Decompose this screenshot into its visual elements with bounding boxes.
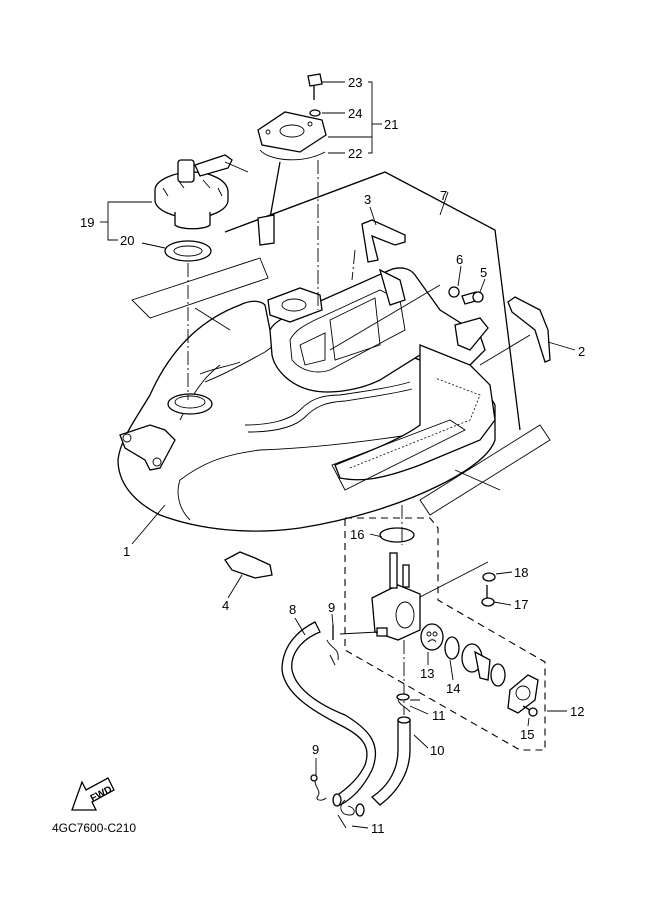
hose-clip-upper[interactable] <box>326 625 339 666</box>
callout-7: 7 <box>440 188 447 203</box>
hose-clip-mid[interactable] <box>396 693 420 713</box>
filler-gasket[interactable] <box>164 240 212 262</box>
tank-mount-damper[interactable] <box>224 551 273 579</box>
cock-alignment-line <box>419 561 489 598</box>
cock-lever[interactable] <box>461 643 491 681</box>
callout-3: 3 <box>364 192 371 207</box>
callout-8: 8 <box>289 602 296 617</box>
fuel-hose[interactable] <box>281 621 377 806</box>
strainer-gasket[interactable] <box>379 527 415 543</box>
fuel-cock[interactable] <box>371 552 421 641</box>
callout-19: 19 <box>80 215 94 230</box>
cock-screw[interactable] <box>481 585 495 607</box>
clip-alignment-line <box>339 631 379 635</box>
callout-1: 1 <box>123 544 130 559</box>
callout-6: 6 <box>456 252 463 267</box>
lever-cover-plate[interactable] <box>507 674 539 714</box>
callout-4: 4 <box>222 598 229 613</box>
callout-5: 5 <box>480 265 487 280</box>
callout-9-lower: 9 <box>312 742 319 757</box>
callout-18: 18 <box>514 565 528 580</box>
fuel-hose-lower[interactable] <box>370 719 411 806</box>
callout-15: 15 <box>520 727 534 742</box>
bracket-alignment-line <box>351 249 356 281</box>
callout-23: 23 <box>348 75 362 90</box>
bolt-alignment-line <box>329 284 441 351</box>
bolt[interactable] <box>461 291 484 305</box>
part-7-group-lines <box>224 171 521 431</box>
fuel-cock-assembly-outline <box>344 517 546 751</box>
callout-16: 16 <box>350 527 364 542</box>
cover-screw[interactable] <box>522 705 538 717</box>
callout-20: 20 <box>120 233 134 248</box>
washer[interactable] <box>448 286 460 298</box>
damper[interactable] <box>507 296 551 363</box>
callout-12: 12 <box>570 704 584 719</box>
callout-17: 17 <box>514 597 528 612</box>
leader-lines <box>100 81 576 829</box>
callout-11-upper: 11 <box>432 708 446 723</box>
callout-11-lower: 11 <box>371 821 385 836</box>
lever-gasket[interactable] <box>490 663 506 687</box>
decal-outlines <box>131 257 551 516</box>
drawing-code: 4GC7600-C210 <box>52 821 136 835</box>
cock-plate[interactable] <box>420 623 444 651</box>
damper-alignment-line <box>479 334 531 366</box>
callout-13: 13 <box>420 666 434 681</box>
callout-14: 14 <box>446 681 460 696</box>
forward-direction-arrow: FWD <box>71 777 115 811</box>
cock-washer[interactable] <box>482 572 496 582</box>
callout-10: 10 <box>430 743 444 758</box>
sender-bolt[interactable] <box>307 73 323 100</box>
o-ring[interactable] <box>444 636 460 660</box>
hose-clip-lower-right[interactable] <box>337 799 355 829</box>
callout-24: 24 <box>348 106 362 121</box>
callout-labels: 23 24 21 22 19 20 3 7 6 5 2 1 4 8 9 16 1… <box>80 75 585 836</box>
callout-9-upper: 9 <box>328 600 335 615</box>
bracket[interactable] <box>361 219 406 263</box>
callout-22: 22 <box>348 146 362 161</box>
fuel-sender[interactable] <box>257 111 327 246</box>
callout-2: 2 <box>578 344 585 359</box>
fuel-tank[interactable] <box>117 267 496 532</box>
sender-washer[interactable] <box>309 109 321 117</box>
fuel-cap[interactable] <box>154 154 249 230</box>
hose-clip-lower-left[interactable] <box>310 774 327 801</box>
callout-21: 21 <box>384 117 398 132</box>
